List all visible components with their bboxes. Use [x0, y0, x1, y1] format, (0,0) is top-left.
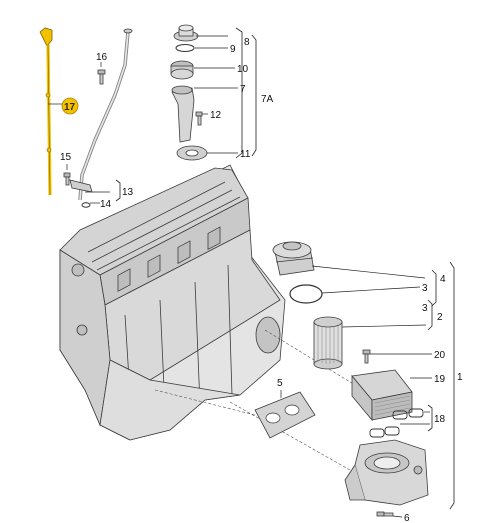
- bolt-20-icon: [362, 349, 371, 364]
- bolt-16-icon: [97, 69, 106, 85]
- callout-7a: 7A: [261, 94, 274, 105]
- callout-1: 1: [457, 372, 463, 383]
- oil-cooler-19: [351, 369, 413, 422]
- callout-16: 16: [96, 52, 108, 63]
- dipstick[interactable]: [39, 27, 53, 196]
- callout-12: 12: [210, 110, 222, 121]
- callout-13: 13: [122, 187, 134, 198]
- callout-4: 4: [440, 274, 446, 285]
- callout-17: 17: [64, 102, 76, 113]
- callout-15: 15: [60, 152, 72, 163]
- callout-labels: 17 16 15 14 13 8 9 10 7 7A 12 11 4 3 3 2…: [60, 37, 463, 523]
- o-ring-3-upper-icon: [289, 284, 323, 304]
- gasket-11: [176, 145, 208, 161]
- dipstick-guide-tube: [69, 28, 133, 201]
- engine-block: [59, 164, 286, 441]
- callout-2: 2: [437, 312, 443, 323]
- leader-lines: [48, 35, 432, 518]
- gasket-5: [254, 391, 316, 439]
- callout-11: 11: [240, 149, 251, 160]
- bolt-15-icon: [63, 172, 71, 186]
- filter-element-2: [313, 316, 343, 370]
- callout-17-highlight: [61, 97, 79, 115]
- filler-pipe-7: [171, 85, 195, 143]
- callout-7: 7: [240, 84, 246, 95]
- alignment-lines: [154, 329, 356, 471]
- filter-cap-4: [272, 241, 315, 276]
- seal-9-icon: [175, 44, 195, 52]
- callout-19: 19: [434, 374, 446, 385]
- callout-5: 5: [277, 378, 283, 389]
- callout-18: 18: [434, 414, 446, 425]
- callout-10: 10: [237, 64, 249, 75]
- oil-filter-bracket: [344, 439, 429, 506]
- oil-filler-cap: [173, 24, 199, 42]
- callout-3-lower: 3: [422, 303, 428, 314]
- filler-neck-10: [170, 60, 194, 80]
- callout-20: 20: [434, 350, 446, 361]
- callout-3-upper: 3: [422, 283, 428, 294]
- callout-8: 8: [244, 37, 250, 48]
- callout-14: 14: [100, 199, 112, 210]
- bolt-12-icon: [195, 111, 203, 126]
- seals-18-icon: [369, 408, 424, 438]
- grouping-brackets: [115, 27, 455, 510]
- callout-6: 6: [404, 513, 410, 523]
- callout-9: 9: [230, 44, 236, 55]
- o-ring-14-icon: [81, 202, 91, 208]
- bolt-6-icon: [376, 511, 394, 517]
